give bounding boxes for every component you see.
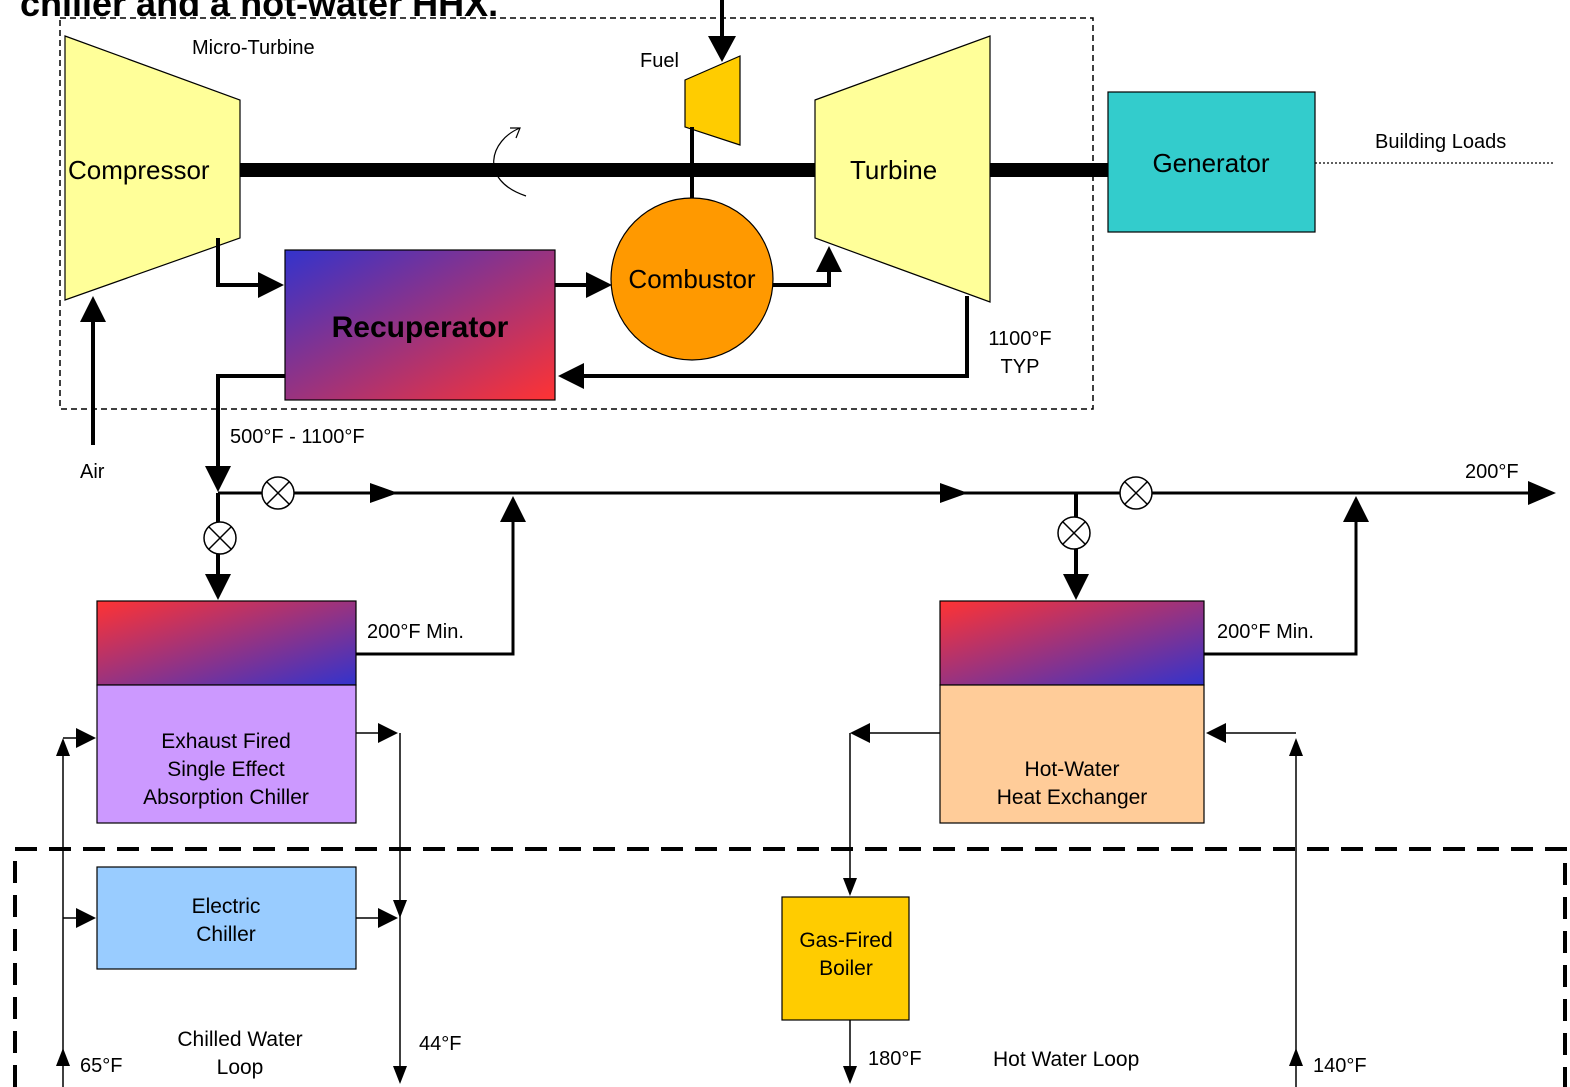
recuperator	[284, 249, 556, 401]
turbine-label: Turbine	[850, 155, 937, 185]
absorption-chiller-exhaust-section	[96, 600, 357, 686]
temp-140-label: 140°F	[1313, 1055, 1367, 1077]
min-temp-left-label: 200°F Min.	[367, 621, 464, 643]
hx-label-2: Heat Exchanger	[997, 786, 1148, 809]
combustor-label: Combustor	[628, 264, 755, 294]
air-label: Air	[80, 461, 105, 483]
hx-label-1: Hot-Water	[1025, 758, 1120, 781]
combustor	[610, 197, 774, 361]
chilled-water-loop-label-2: Loop	[217, 1056, 264, 1079]
recuperator-exhaust-arrowhead	[205, 466, 231, 492]
absorption-return-arrowhead	[500, 496, 526, 522]
turbine-exhaust-line	[582, 296, 969, 378]
hx-return-line	[1204, 520, 1358, 656]
exhaust-outlet-arrowhead	[1528, 481, 1556, 505]
exhaust-header-arrowhead-2	[940, 483, 968, 503]
hot-water-loop-label: Hot Water Loop	[993, 1048, 1139, 1071]
air-inlet-arrowhead	[80, 296, 106, 322]
temp-44-label: 44°F	[419, 1033, 461, 1055]
combustor-to-turbine-arrowhead	[816, 246, 842, 272]
compressor-label: Compressor	[68, 155, 210, 185]
temp-200-outlet-label: 200°F	[1465, 461, 1519, 483]
temp-1100-label: 1100°F	[988, 328, 1051, 350]
absorption-chiller-label-2: Single Effect	[167, 758, 285, 781]
rotation-arrowhead-icon	[510, 127, 521, 139]
electric-to-chw-arrowhead	[378, 908, 398, 928]
recuperator-label: Recuperator	[332, 311, 509, 344]
building-loads-label: Building Loads	[1375, 131, 1506, 153]
absorption-return-line	[356, 520, 515, 656]
hx-to-boiler-drop-arrowhead	[843, 878, 857, 896]
temp-1100-typ-label: TYP	[1001, 356, 1040, 378]
micro-turbine-boundary	[59, 17, 1094, 410]
hw-return-to-hx-arrowhead	[1206, 723, 1226, 743]
chw-supply-riser-arrowhead-2	[56, 1048, 70, 1066]
fuel-label: Fuel	[640, 50, 679, 72]
diagram-title: chiller and a hot-water HHX.	[20, 0, 498, 24]
rotation-arrow-icon	[493, 127, 527, 197]
exhaust-header-arrowhead-1	[370, 483, 398, 503]
chw-to-electric-arrowhead	[76, 908, 96, 928]
combustor-to-turbine-line	[773, 270, 831, 287]
electric-chiller-label-1: Electric	[192, 895, 261, 918]
hx-return-arrowhead	[1343, 496, 1369, 522]
absorption-chiller-label-3: Absorption Chiller	[143, 786, 309, 809]
absorption-valve	[203, 521, 237, 555]
gas-fired-boiler	[781, 896, 910, 1021]
chw-return-drop-arrowhead-1	[393, 900, 407, 918]
chw-supply-riser-arrowhead	[56, 738, 70, 756]
temp-65-label: 65°F	[80, 1055, 122, 1077]
hx-valve	[1057, 516, 1091, 550]
hx-to-boiler-arrowhead	[850, 723, 870, 743]
compressor	[64, 35, 241, 301]
electric-chiller-label-2: Chiller	[196, 923, 256, 946]
generator-label: Generator	[1152, 148, 1269, 178]
micro-turbine-label: Micro-Turbine	[192, 37, 315, 59]
min-temp-right-label: 200°F Min.	[1217, 621, 1314, 643]
fuel-inlet-arrowhead	[708, 36, 736, 62]
temp-180-label: 180°F	[868, 1048, 922, 1070]
electric-chiller	[96, 866, 357, 970]
generator	[1107, 91, 1316, 233]
hw-return-riser-arrowhead-bottom	[1289, 1048, 1303, 1066]
hot-water-heat-exchanger	[939, 684, 1205, 824]
recuperator-exhaust-line	[216, 374, 285, 470]
chw-to-absorption-arrowhead	[76, 728, 96, 748]
compressor-to-recuperator-line	[216, 238, 262, 287]
chw-return-drop-arrowhead-2	[393, 1066, 407, 1084]
bypass-valve-right	[1119, 476, 1153, 510]
temp-500-1100-label: 500°F - 1100°F	[230, 426, 365, 448]
turbine	[814, 35, 991, 303]
hw-return-riser-arrowhead-top	[1289, 738, 1303, 756]
boiler-label-2: Boiler	[819, 957, 873, 980]
hx-exhaust-section	[939, 600, 1205, 686]
chilled-water-loop-label-1: Chilled Water	[177, 1028, 302, 1051]
compressor-to-recuperator-arrowhead	[258, 272, 284, 298]
fuel-valve	[684, 55, 741, 146]
turbine-exhaust-arrowhead	[558, 363, 584, 389]
absorption-branch-arrowhead	[205, 574, 231, 600]
recuperator-to-combustor-arrowhead	[586, 272, 612, 298]
boiler-label-1: Gas-Fired	[799, 929, 892, 952]
plant-boundary	[13, 847, 1567, 1087]
boiler-outlet-arrowhead	[843, 1066, 857, 1084]
absorption-chiller-label-1: Exhaust Fired	[161, 730, 291, 753]
absorption-chiller	[96, 684, 357, 824]
bypass-valve-left	[261, 476, 295, 510]
absorption-to-chw-arrowhead	[378, 723, 398, 743]
hx-branch-arrowhead	[1063, 574, 1089, 600]
